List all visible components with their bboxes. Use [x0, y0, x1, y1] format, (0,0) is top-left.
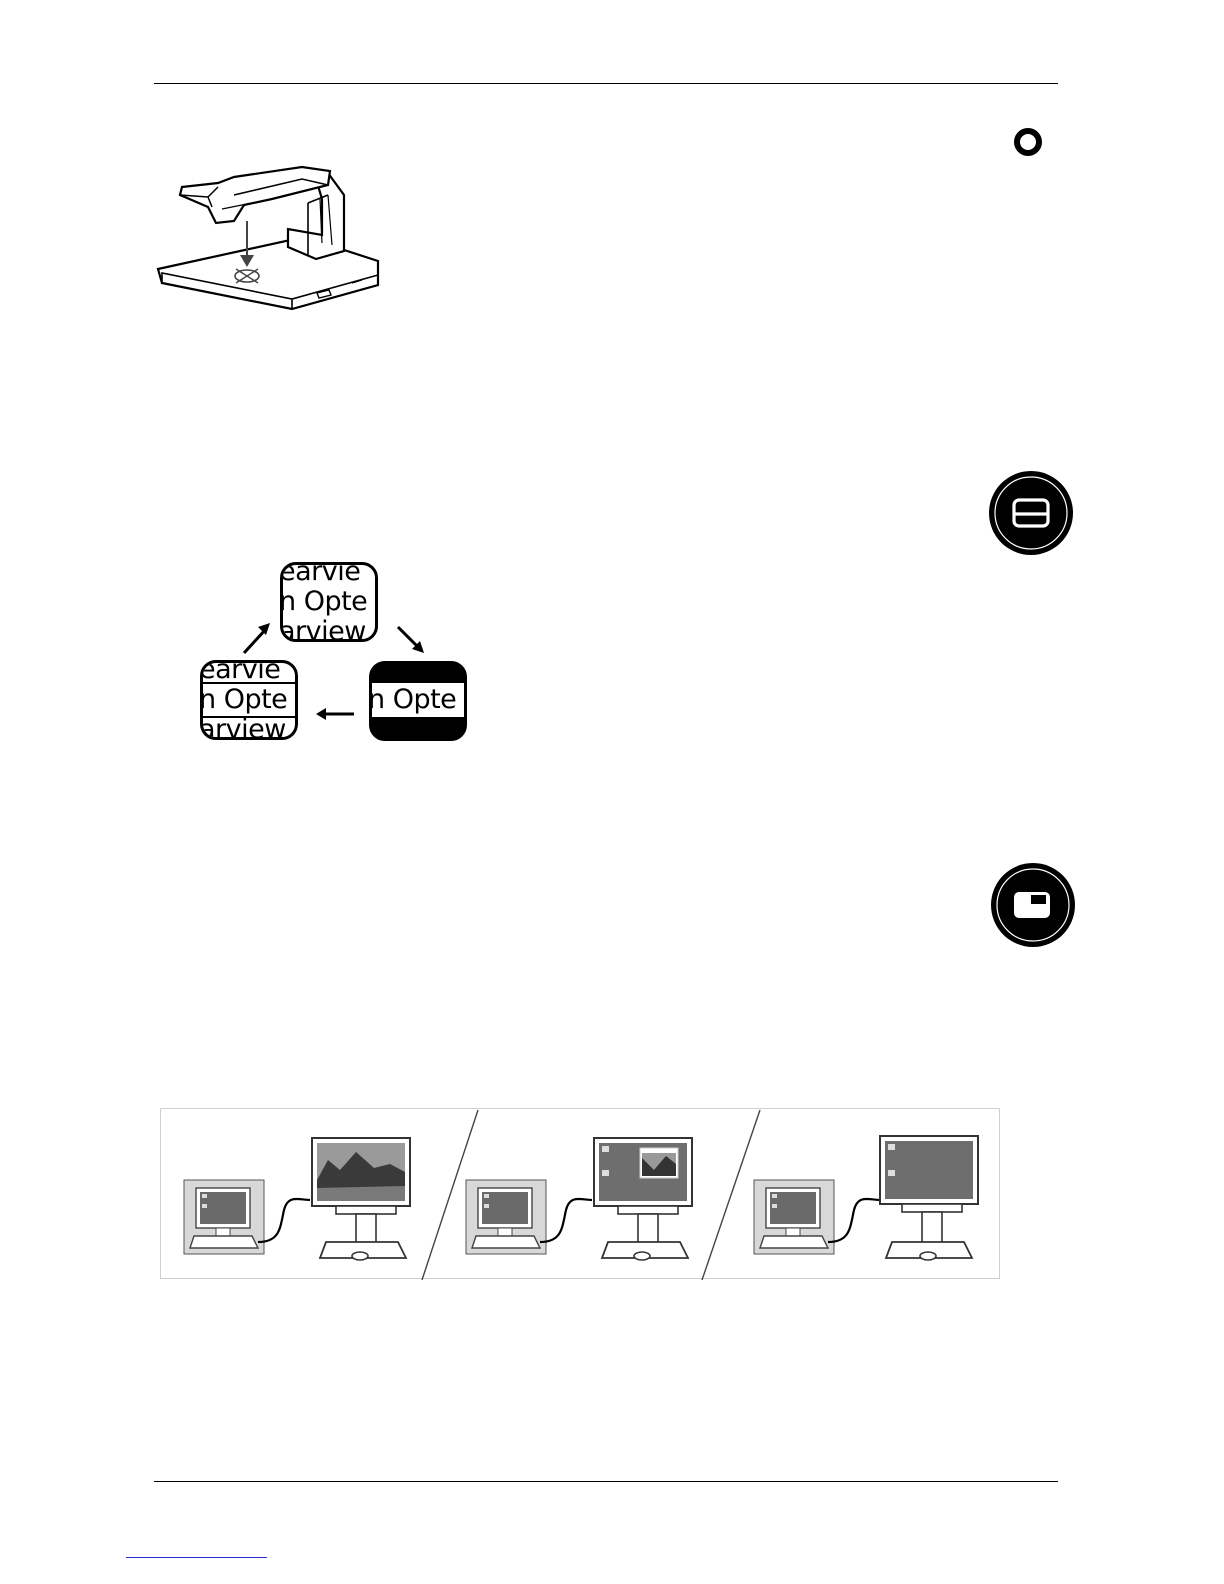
- header-rule: [154, 83, 1058, 84]
- footer-rule: [154, 1481, 1058, 1482]
- arrow-up-right: [244, 629, 266, 653]
- tile-text-mid: n Opte: [280, 585, 367, 619]
- line-mode-button-icon: [988, 470, 1074, 556]
- computer-setup-figure: [160, 1108, 1000, 1280]
- arrow-down-right: [398, 627, 418, 647]
- cycle-arrows: [230, 615, 440, 725]
- footnote-rule: [126, 1557, 267, 1558]
- arrow-head: [316, 708, 326, 720]
- picture-in-picture-button-icon: [990, 862, 1076, 948]
- document-camera-figure: [152, 165, 388, 315]
- ring-button-icon: [1013, 127, 1043, 157]
